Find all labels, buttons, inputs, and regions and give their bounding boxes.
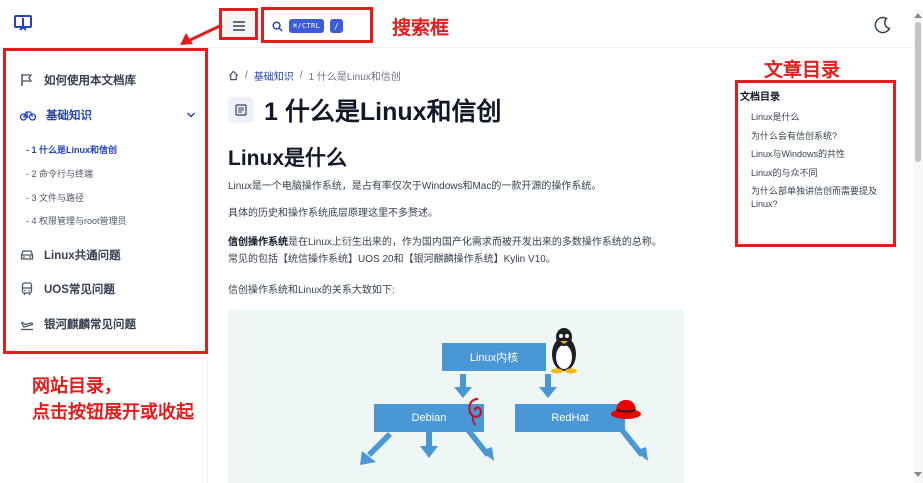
hamburger-menu-icon [233,21,245,31]
flag-icon [21,74,33,86]
paragraph: 信创操作系统是在Linux上衍生出来的，作为国内国产化需求而被开发出来的多数操作… [228,237,662,265]
toc-title: 文档目录 [740,92,780,103]
diagram-arrows [360,374,648,465]
scrollbar-thumb[interactable] [915,22,921,162]
sidebar-item-usage[interactable]: 如何使用本文档库 [20,72,136,88]
breadcrumb: / 基础知识 / 1 什么是Linux和信创 [228,68,401,83]
sidebar-subitem-label: 3 文件与路径 [31,193,85,203]
sidebar-item-label: UOS常见问题 [44,284,115,296]
linux-relationship-diagram: Linux内核 Debian RedHat [228,310,684,483]
scrollbar-track[interactable] [913,10,923,483]
sidebar-item-label: 基础知识 [46,110,92,122]
bold-term: 信创操作系统 [228,237,288,248]
diagram-node-redhat: RedHat [515,404,625,432]
breadcrumb-current: 1 什么是Linux和信创 [308,72,401,83]
train-icon [21,282,33,296]
paragraph: 具体的历史和操作系统底层原理这里不多赘述。 [228,208,438,219]
main-content: / 基础知识 / 1 什么是Linux和信创 1 什么是Linux和信创 Lin… [228,48,718,483]
diagram-node-kernel: Linux内核 [442,343,546,371]
book-logo-icon[interactable] [14,15,32,31]
page-title-row: 1 什么是Linux和信创 [228,92,502,128]
toc-item[interactable]: 为什么部单独讲信创而需要提及Linux? [751,186,878,209]
top-bar: ⌘/CTRL / [0,0,923,48]
page-title: 1 什么是Linux和信创 [264,98,502,126]
sidebar-subitem-label: 4 权限管理与root管理员 [31,216,127,226]
scroll-down-arrow-icon[interactable] [914,472,922,478]
shortcut-key-badge: ⌘/CTRL [289,19,325,33]
annotation-label-sidebar-1: 网站目录， [32,376,122,397]
bicycle-icon [20,111,36,121]
car-icon [20,250,34,260]
slash-key-badge: / [330,19,344,33]
sidebar-subitem-label: 2 命令行与终端 [31,169,94,179]
sidebar-item-label: Linux共通问题 [44,250,121,262]
redhat-logo-icon [611,400,641,419]
document-icon [228,97,254,123]
diagram-node-debian: Debian [374,404,484,432]
toc-item[interactable]: Linux与Windows的共性 [751,149,846,159]
chevron-down-icon[interactable] [186,110,196,120]
menu-toggle-button[interactable] [223,12,255,40]
sidebar-item-kylin[interactable]: 银河麒麟常见问题 [20,316,136,332]
paragraph: 信创操作系统和Linux的关系大致如下: [228,285,395,296]
sidebar: 如何使用本文档库 基础知识 - 1 什么是Linux和信创 - 2 命令行与终端… [0,48,208,483]
search-icon [272,20,283,32]
sidebar-subitem-files[interactable]: - 3 文件与路径 [26,193,85,203]
annotation-arrow-icon [180,23,223,45]
sidebar-item-basics[interactable]: 基础知识 [20,107,92,123]
sidebar-subitem-terminal[interactable]: - 2 命令行与终端 [26,169,94,179]
plane-icon [20,321,34,331]
sidebar-item-linux-common[interactable]: Linux共通问题 [20,247,121,263]
toc-item[interactable]: 为什么会有信创系统? [751,130,838,141]
debian-swirl-icon [468,397,482,426]
scroll-up-arrow-icon[interactable] [914,12,922,18]
sidebar-item-label: 如何使用本文档库 [44,75,136,87]
home-icon[interactable] [228,70,239,81]
annotation-label-sidebar-2: 点击按钮展开或收起 [32,402,194,423]
tux-penguin-icon [551,328,577,374]
annotation-label-search: 搜索框 [392,17,450,39]
sidebar-subitem-label: 1 什么是Linux和信创 [31,145,118,155]
annotation-label-toc: 文章目录 [764,59,841,81]
sidebar-item-label: 银河麒麟常见问题 [44,319,136,331]
toc-item[interactable]: Linux的与众不同 [751,167,818,178]
breadcrumb-section-link[interactable]: 基础知识 [253,72,294,83]
toc: 文档目录 Linux是什么 为什么会有信创系统? Linux与Windows的共… [740,88,895,216]
sidebar-item-uos[interactable]: UOS常见问题 [20,281,115,297]
sidebar-subitem-permissions[interactable]: - 4 权限管理与root管理员 [26,216,127,226]
section-heading: Linux是什么 [228,147,347,170]
paragraph: Linux是一个电脑操作系统，是占有率仅次于Windows和Mac的一款开源的操… [228,181,602,192]
active-indicator [205,137,208,157]
sidebar-subitem-what-is-linux[interactable]: - 1 什么是Linux和信创 [26,145,118,155]
toc-item[interactable]: Linux是什么 [751,112,800,122]
moon-icon[interactable] [873,15,893,35]
search-input[interactable]: ⌘/CTRL / [264,10,370,42]
